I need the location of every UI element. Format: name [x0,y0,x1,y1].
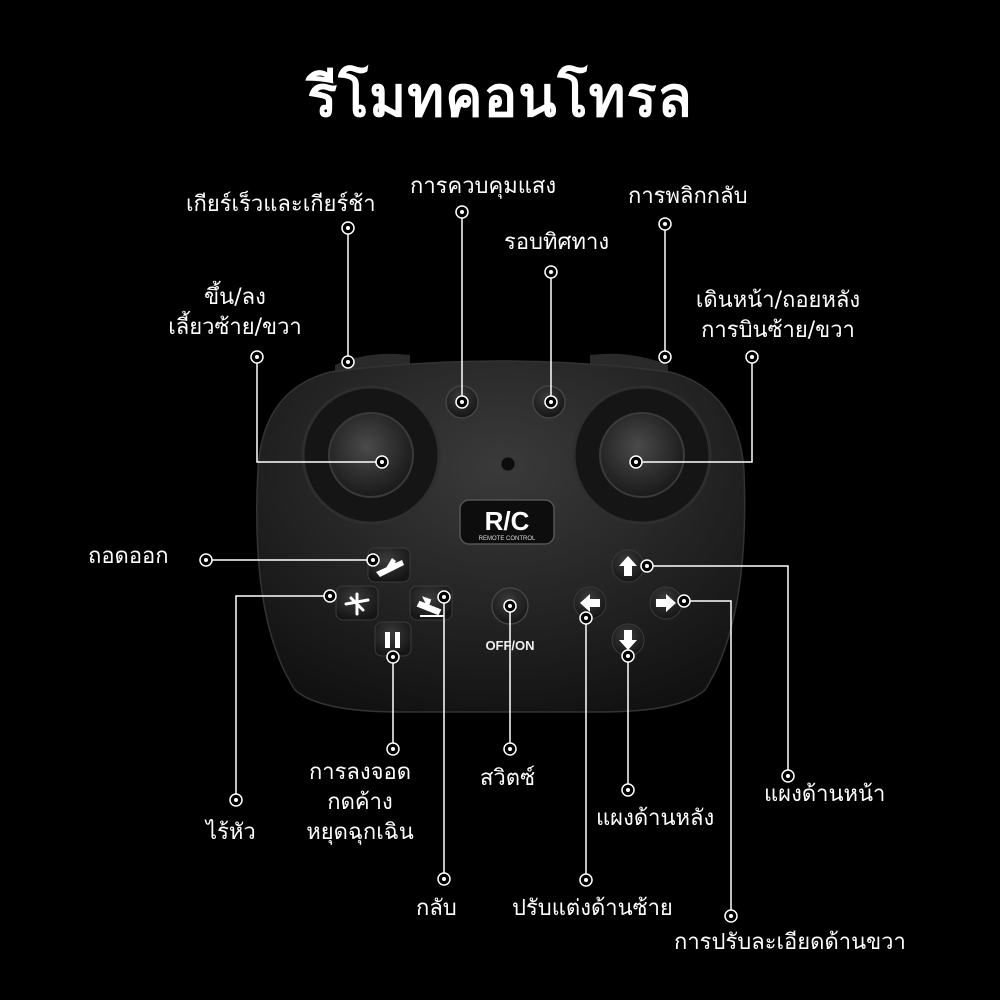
label-left-stick-line2: เลี้ยวซ้าย/ขวา [168,315,302,340]
left-joystick[interactable] [301,385,441,525]
label-trim-back: แผงด้านหลัง [596,806,715,831]
label-takeoff: ถอดออก [88,544,169,569]
label-headless: ไร้หัว [206,820,256,845]
label-right-stick-line2: การบินซ้าย/ขวา [701,318,855,343]
label-land-line3: หยุดฉุกเฉิน [306,820,414,845]
takeoff-icon [376,558,404,577]
callout-dots [199,205,795,923]
arrow-left-icon [580,594,600,612]
return-icon [416,596,444,617]
rc-badge: R/C REMOTE CONTROL [459,499,555,545]
page-title: รีโมทคอนโทรล [307,65,693,130]
label-power-switch: สวิตซ์ [480,766,535,791]
callout-lines [206,212,789,916]
trim-pad [573,549,683,657]
right-joystick[interactable] [572,385,712,525]
indicator-light [500,456,516,472]
label-light-control: การควบคุมแสง [410,174,557,199]
arrow-up-icon [619,556,637,576]
rc-badge-subtext: REMOTE CONTROL [479,536,536,542]
headless-icon [344,592,370,616]
label-trim-front: แผงด้านหน้า [764,782,886,807]
label-land: การลงจอด กดค้าง หยุดฉุกเฉิน [286,758,434,848]
label-right-stick: เดินหน้า/ถอยหลัง การบินซ้าย/ขวา [676,286,880,346]
label-speed-gear: เกียร์เร็วและเกียร์ช้า [186,192,376,217]
label-return: กลับ [416,896,457,921]
label-trim-left: ปรับแต่งด้านซ้าย [512,896,673,921]
label-left-stick-line1: ขึ้น/ลง [204,285,266,310]
label-left-stick: ขึ้น/ลง เลี้ยวซ้าย/ขวา [150,283,320,343]
label-land-line1: การลงจอด [308,760,412,785]
label-trim-right: การปรับละเอียดด้านขวา [674,930,906,955]
label-land-line2: กดค้าง [327,790,393,815]
label-spin: รอบทิศทาง [504,230,610,255]
label-flip: การพลิกกลับ [628,184,748,209]
pause-icon [385,632,390,648]
rc-badge-text: R/C [485,506,530,536]
arrow-right-icon [656,594,676,612]
label-right-stick-line1: เดินหน้า/ถอยหลัง [695,288,861,313]
